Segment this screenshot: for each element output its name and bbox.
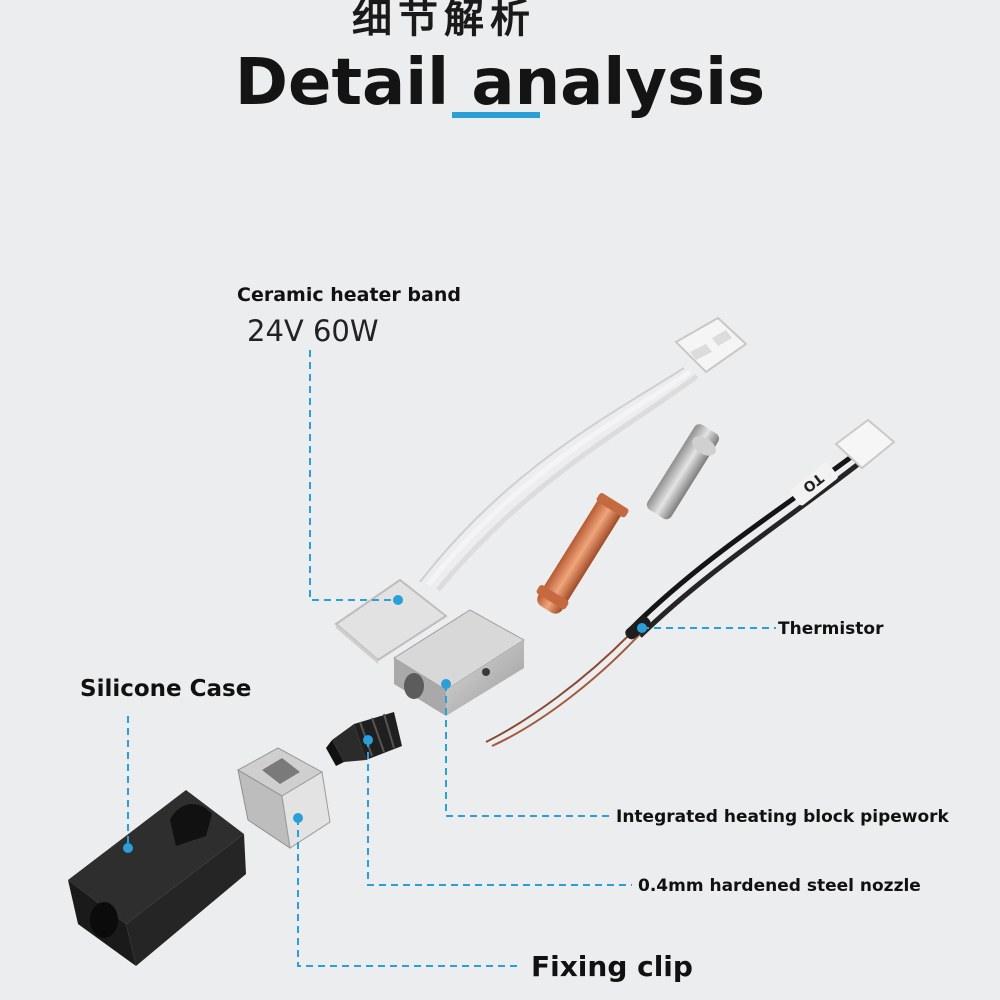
- heater-dot: [393, 595, 403, 605]
- nozzle-dot: [363, 735, 373, 745]
- block-leader-line: [445, 684, 610, 817]
- heat-break-tube: [646, 424, 720, 520]
- thermistor-dot: [637, 623, 647, 633]
- clip-leader-line: [297, 818, 522, 967]
- fixing-clip-label: Fixing clip: [531, 950, 693, 983]
- copper-heat-break: [536, 493, 629, 614]
- nozzle-leader-line: [367, 740, 632, 886]
- clip-dot: [293, 813, 303, 823]
- ceramic-heater-band: [334, 578, 448, 664]
- heater-wires: [419, 367, 699, 592]
- nozzle-label: 0.4mm hardened steel nozzle: [638, 876, 921, 896]
- nozzle: [326, 712, 402, 766]
- heating-block-label: Integrated heating block pipework: [616, 807, 949, 827]
- fixing-clip: [236, 747, 331, 850]
- cropped-cjk-title: 细节解析: [352, 0, 536, 42]
- heater-connector: [674, 316, 748, 374]
- heater-band-label: Ceramic heater band: [237, 284, 461, 306]
- silicone-case: [68, 790, 246, 966]
- title-accent-underline: [452, 112, 540, 118]
- block-dot: [441, 679, 451, 689]
- silicone-case-label: Silicone Case: [80, 676, 252, 702]
- heater-leader-line: [309, 350, 398, 601]
- page-title: Detail analysis: [234, 46, 766, 120]
- silicone-dot: [123, 843, 133, 853]
- heater-spec-label: 24V 60W: [247, 314, 379, 348]
- heating-block: [393, 609, 525, 716]
- callout-dots: [123, 595, 647, 853]
- thermistor-connector: [834, 418, 896, 470]
- callout-lines: [127, 350, 776, 967]
- thermistor-label: Thermistor: [778, 619, 884, 639]
